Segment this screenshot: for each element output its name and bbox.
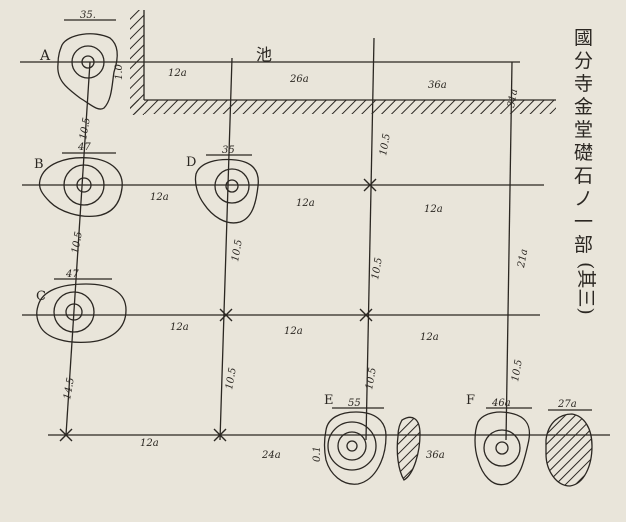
caption-suffix: (其三) (575, 262, 597, 315)
dim-top-36: 36a (428, 80, 447, 91)
caption-char: ノ (574, 188, 593, 210)
dim-d-down: 10.5 (230, 239, 245, 263)
stone-b (38, 152, 123, 218)
stone-b-label: B (34, 157, 44, 172)
dim-top-26: 26a (289, 74, 309, 85)
dim-c-12b: 12a (284, 326, 303, 337)
dim-r2-12: 12a (424, 204, 443, 215)
caption-char: 堂 (574, 119, 593, 141)
stone-e-section (396, 416, 421, 481)
dim-bot-36: 36a (426, 450, 445, 461)
dim-a-side: 1.0 (114, 63, 125, 80)
stone-e (323, 407, 387, 485)
stone-e-label: E (324, 393, 334, 408)
caption-char: 寺 (574, 73, 593, 95)
stone-c-label: C (36, 289, 46, 304)
dim-bot-24: 24a (261, 450, 281, 461)
stone-a (57, 19, 118, 110)
dim-a-b: 10.5 (78, 117, 93, 141)
pond-label: 池 (256, 45, 272, 64)
stone-e-width: 55 (348, 398, 361, 409)
caption-char: 部 (574, 234, 593, 256)
dim-side-01: 0.1 (312, 446, 323, 462)
dim-col4-low: 10.5 (510, 359, 525, 383)
caption-char: 國 (574, 27, 593, 49)
dim-top-31: 31a (506, 88, 520, 108)
pond-wall-horizontal (130, 100, 556, 114)
caption-char: 石 (574, 165, 593, 187)
slab-width: 27a (557, 399, 577, 410)
stone-c (36, 278, 127, 344)
dim-col3-2: 10.5 (370, 257, 385, 281)
dim-c-12c: 12a (420, 332, 439, 343)
dim-b-d: 12a (150, 192, 169, 203)
grid-marks (59, 178, 377, 442)
grid-lines (20, 37, 610, 441)
stone-d-label: D (186, 155, 196, 170)
caption-char: 礎 (574, 142, 593, 164)
stone-a-width: 35. (80, 10, 96, 21)
stone-f-width: 46a (491, 398, 511, 409)
stone-d-width: 35 (222, 145, 235, 156)
dim-col4: 21a (516, 248, 530, 269)
stone-c-width: 47 (65, 269, 79, 280)
dim-col3-1: 10.5 (378, 133, 393, 157)
dim-c-low: 14.5 (62, 377, 77, 401)
stone-a-label: A (39, 48, 51, 64)
dim-bot-12: 12a (140, 438, 159, 449)
dim-b-c: 10.5 (70, 231, 85, 255)
dim-col2-low: 10.5 (224, 367, 239, 391)
caption-char: 金 (574, 96, 593, 118)
dim-top-12: 12a (168, 68, 187, 79)
dim-c-12a: 12a (170, 322, 189, 333)
stone-f (474, 407, 532, 486)
stone-f-section (545, 409, 593, 487)
stone-b-width: 47 (77, 142, 91, 153)
stone-f-label: F (466, 393, 475, 408)
dim-d-12: 12a (296, 198, 315, 209)
caption-char: 一 (574, 211, 593, 233)
caption-char: 分 (574, 50, 593, 72)
stone-d (194, 154, 259, 224)
dim-col3-3: 10.5 (364, 367, 379, 391)
